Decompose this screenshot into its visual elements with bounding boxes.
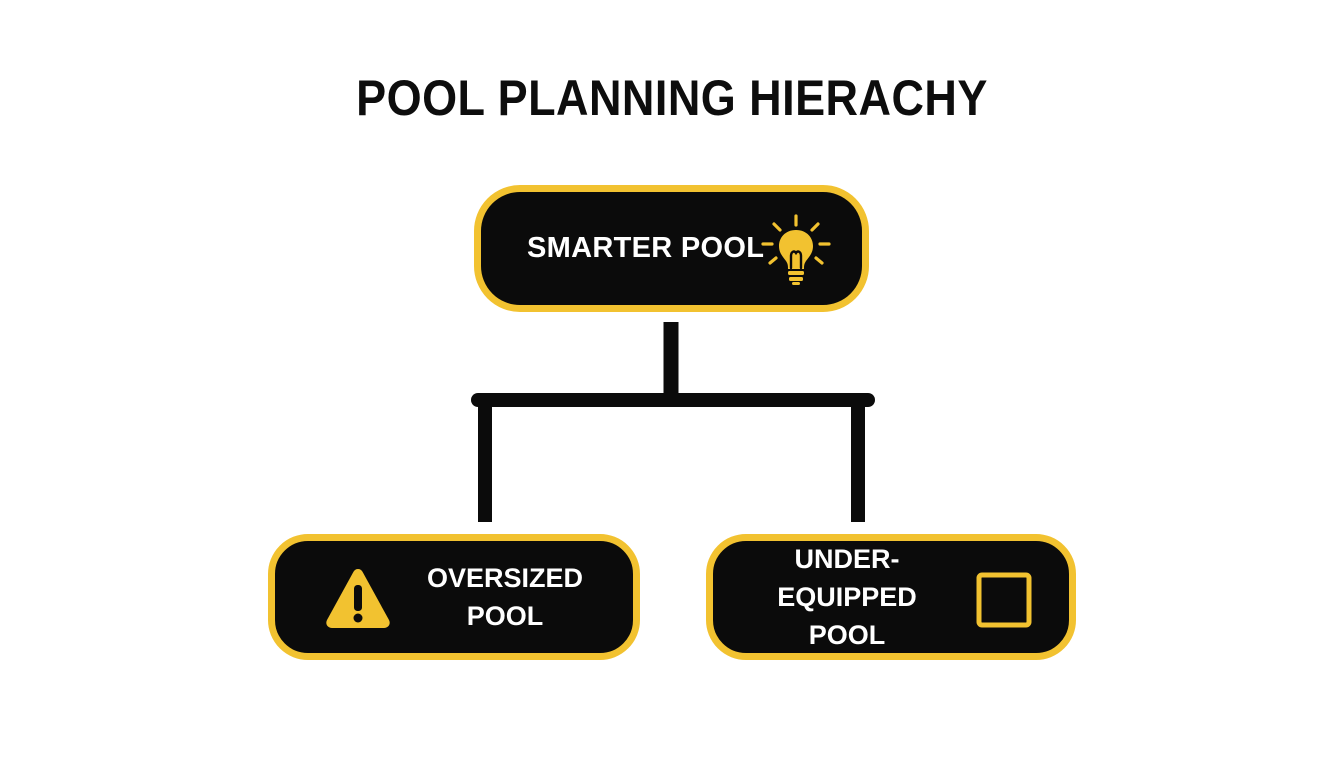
node-under-equipped-pool-label: UNDER-EQUIPPED POOL bbox=[727, 541, 967, 653]
empty-square-icon bbox=[976, 572, 1032, 628]
warning-triangle-icon bbox=[326, 569, 390, 628]
node-oversized-pool-label: OVERSIZED POOL bbox=[415, 541, 595, 653]
node-smarter-pool-label: SMARTER POOL bbox=[527, 232, 765, 264]
node-oversized-pool-line2: POOL bbox=[466, 601, 544, 631]
node-under-equipped-pool-line1: UNDER-EQUIPPED bbox=[777, 544, 917, 612]
diagram-title: POOL PLANNING HIERACHY bbox=[356, 70, 988, 126]
node-under-equipped-pool-line2: POOL bbox=[808, 620, 886, 650]
node-oversized-pool-line1: OVERSIZED bbox=[426, 563, 584, 593]
node-under-equipped-pool: UNDER-EQUIPPED POOL bbox=[706, 534, 1076, 660]
node-oversized-pool: OVERSIZED POOL bbox=[268, 534, 640, 660]
node-smarter-pool: SMARTER POOL bbox=[474, 185, 869, 312]
lightbulb-icon bbox=[761, 214, 831, 285]
